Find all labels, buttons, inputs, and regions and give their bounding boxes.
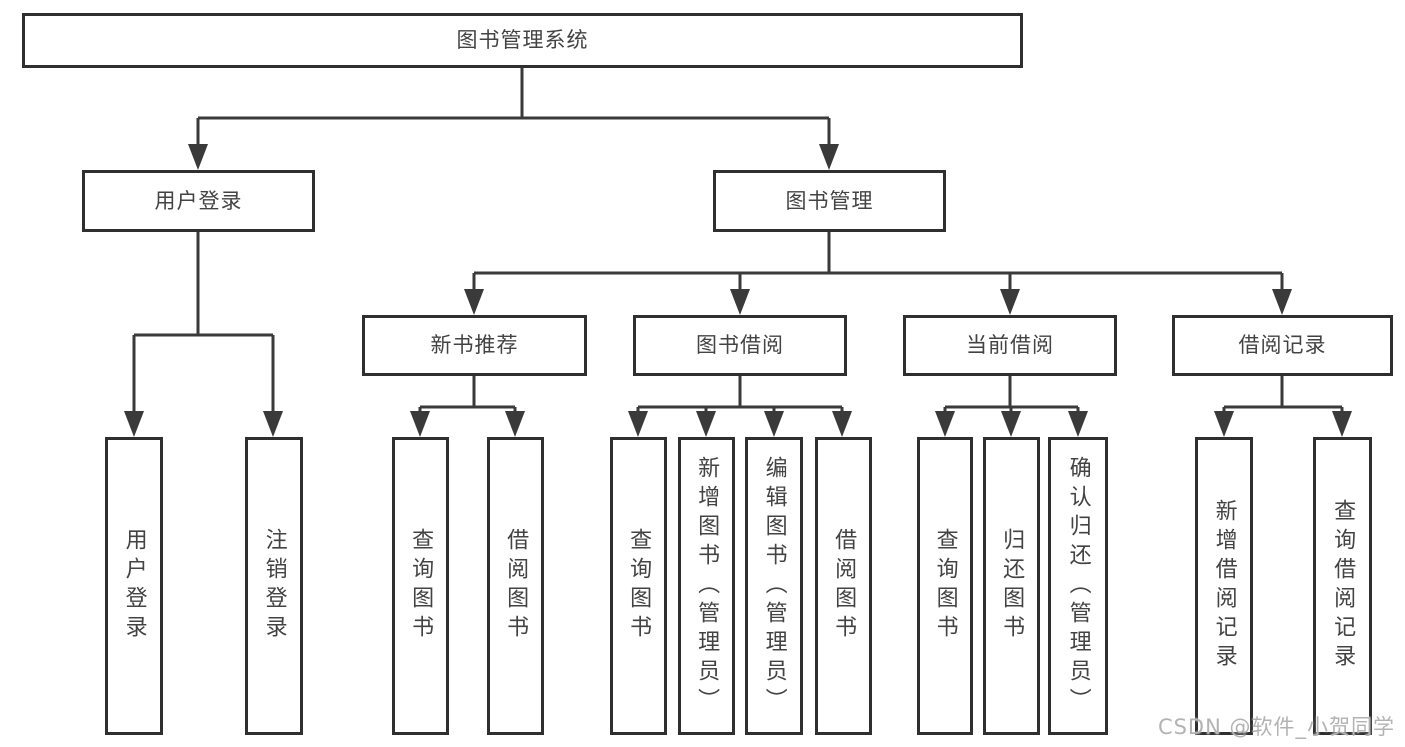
node-label: 查询图书 [408, 528, 434, 644]
leaf-return-book: 归还图书 [983, 437, 1040, 735]
arrow-down-icon [628, 411, 648, 437]
arrow-down-icon [1068, 411, 1088, 437]
node-label: 确认归还（管理员） [1065, 455, 1091, 717]
node-book-management: 图书管理 [713, 170, 946, 232]
leaf-query-borrow-record: 查询借阅记录 [1313, 437, 1372, 735]
arrow-down-icon [935, 411, 955, 437]
node-label: 图书管理系统 [456, 28, 589, 52]
leaf-user-login: 用户登录 [105, 437, 163, 735]
leaf-edit-book-admin: 编辑图书（管理员） [745, 437, 803, 735]
arrow-down-icon [1001, 411, 1021, 437]
node-label: 图书管理 [785, 188, 874, 213]
arrow-down-icon [819, 144, 839, 170]
arrow-down-icon [263, 411, 283, 437]
leaf-query-books-current: 查询图书 [917, 437, 973, 735]
node-label: 当前借阅 [966, 333, 1054, 357]
arrow-down-icon [464, 289, 484, 315]
node-user-login: 用户登录 [82, 170, 315, 232]
arrow-down-icon [124, 411, 144, 437]
node-book-borrowing: 图书借阅 [633, 315, 847, 376]
node-label: 编辑图书（管理员） [761, 455, 787, 717]
node-library-system: 图书管理系统 [22, 13, 1023, 68]
arrow-down-icon [764, 411, 784, 437]
leaf-borrow-books-recommend: 借阅图书 [487, 437, 544, 735]
arrow-down-icon [1272, 289, 1292, 315]
arrow-down-icon [1214, 411, 1234, 437]
csdn-watermark: CSDN @软件_小贺同学 [1157, 715, 1395, 739]
node-current-borrowing: 当前借阅 [903, 315, 1117, 376]
arrow-down-icon [188, 144, 208, 170]
node-label: 查询图书 [626, 528, 652, 644]
node-label: 用户登录 [121, 528, 147, 644]
node-borrowing-records: 借阅记录 [1172, 315, 1393, 376]
arrow-down-icon [1332, 411, 1352, 437]
arrow-down-icon [696, 411, 716, 437]
node-label: 新增借阅记录 [1211, 499, 1237, 673]
leaf-query-books-recommend: 查询图书 [392, 437, 449, 735]
node-new-book-recommend: 新书推荐 [362, 315, 587, 376]
arrow-down-icon [1000, 289, 1020, 315]
node-label: 借阅图书 [831, 528, 857, 644]
leaf-borrow-books: 借阅图书 [815, 437, 872, 735]
arrow-down-icon [410, 411, 430, 437]
node-label: 归还图书 [999, 528, 1025, 644]
leaf-query-books-borrowing: 查询图书 [610, 437, 667, 735]
node-label: 用户登录 [154, 188, 243, 213]
node-label: 借阅图书 [503, 528, 529, 644]
node-label: 查询借阅记录 [1330, 499, 1356, 673]
node-label: 借阅记录 [1238, 333, 1327, 357]
node-label: 新书推荐 [430, 333, 519, 357]
leaf-add-borrow-record: 新增借阅记录 [1195, 437, 1253, 735]
leaf-logout: 注销登录 [245, 437, 303, 735]
node-label: 注销登录 [261, 528, 287, 644]
node-label: 查询图书 [932, 528, 958, 644]
arrow-down-icon [505, 411, 525, 437]
leaf-add-book-admin: 新增图书（管理员） [678, 437, 735, 735]
leaf-confirm-return-admin: 确认归还（管理员） [1048, 437, 1108, 735]
node-label: 图书借阅 [696, 333, 784, 357]
arrow-down-icon [832, 411, 852, 437]
arrow-down-icon [730, 289, 750, 315]
node-label: 新增图书（管理员） [694, 455, 720, 717]
